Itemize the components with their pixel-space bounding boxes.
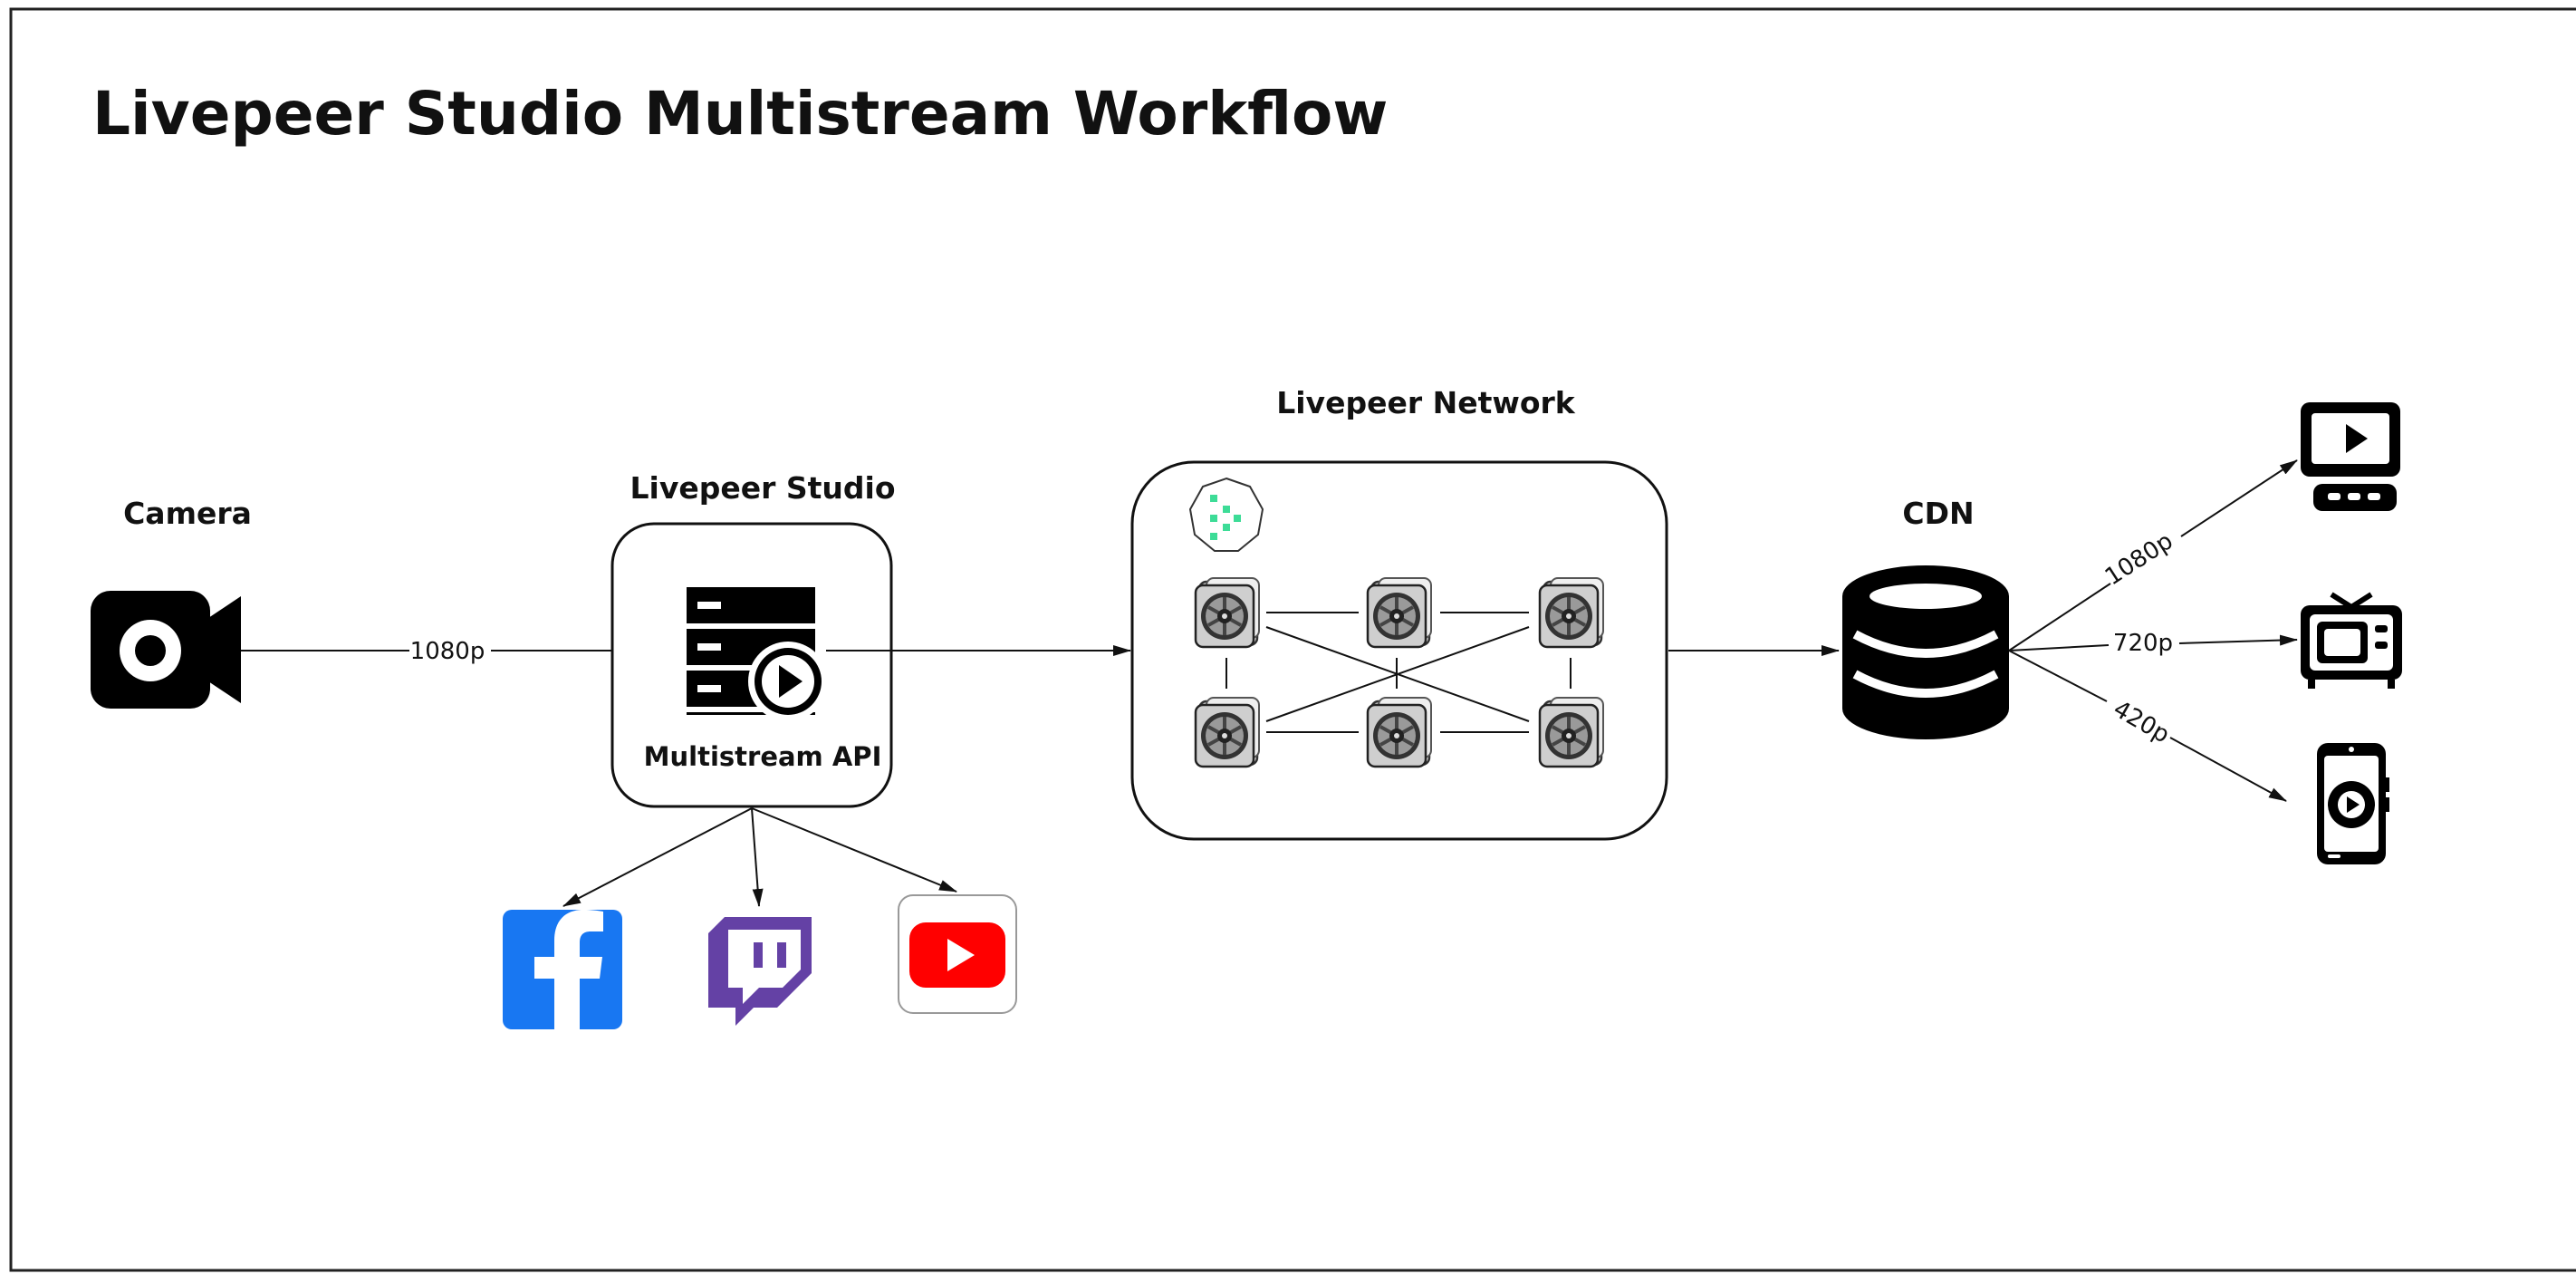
edge-label-1080p-desktop: 1080p: [2100, 527, 2178, 591]
twitch-icon[interactable]: [708, 917, 812, 1026]
edge-label-720p: 720p: [2113, 630, 2173, 657]
network-label: Livepeer Network: [1276, 385, 1576, 420]
network-mesh-links: [1226, 612, 1572, 733]
video-camera-icon: [91, 591, 241, 709]
smartphone-icon: [2317, 743, 2389, 864]
youtube-icon[interactable]: [898, 894, 1017, 1014]
edge-camera-to-studio: 1080p: [241, 638, 678, 665]
desktop-monitor-icon: [2301, 402, 2400, 511]
database-icon: [1842, 565, 2009, 739]
gpu-card-icon: [1538, 576, 1605, 649]
gpu-card-icon: [1194, 696, 1261, 768]
camera-label: Camera: [123, 496, 252, 531]
stream-server-icon: [687, 587, 828, 721]
diagram-border: [9, 7, 2576, 1272]
edges-studio-to-platforms: [562, 807, 957, 907]
gpu-card-icon: [1366, 696, 1433, 768]
page-title: Livepeer Studio Multistream Workflow: [92, 79, 1388, 149]
gpu-card-icon: [1366, 576, 1433, 649]
cdn-label: CDN: [1902, 496, 1974, 531]
gpu-card-icon: [1194, 576, 1261, 649]
livepeer-logo-icon: [1188, 477, 1264, 552]
edge-label-1080p: 1080p: [410, 638, 485, 665]
television-icon: [2301, 592, 2402, 689]
gpu-card-icon: [1538, 696, 1605, 768]
edge-label-420p: 420p: [2109, 696, 2174, 749]
network-box: [1130, 460, 1668, 841]
facebook-icon[interactable]: [503, 910, 622, 1029]
multistream-api-label: Multistream API: [644, 741, 882, 772]
studio-label: Livepeer Studio: [630, 470, 895, 506]
edges-cdn-to-devices: 1080p 720p 420p: [2008, 459, 2298, 802]
